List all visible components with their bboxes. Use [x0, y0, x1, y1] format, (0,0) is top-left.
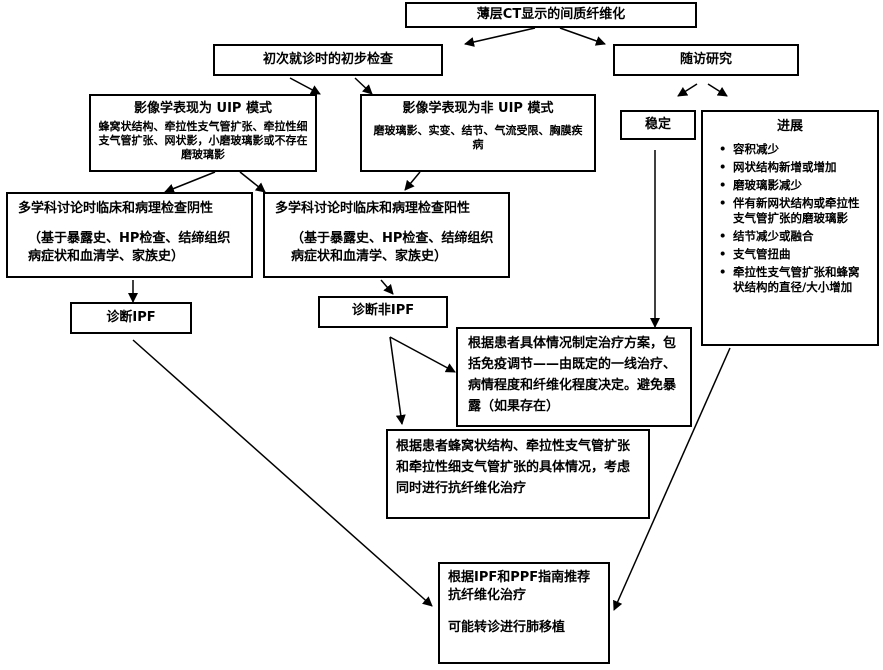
- progress-item: 结节减少或融合: [719, 229, 869, 244]
- arrow-uip-to-negative: [164, 171, 216, 194]
- final-recommendation-box: 根据IPF和PPF指南推荐抗纤维化治疗 可能转诊进行肺移植: [438, 562, 610, 664]
- nonuip-title: 影像学表现为非 UIP 模式: [402, 101, 554, 116]
- mdt-positive-box: 多学科讨论时临床和病理检查阳性 （基于暴露史、HP检查、结缔组织病症状和血清学、…: [263, 192, 510, 278]
- final-line-2: 可能转诊进行肺移植: [448, 620, 566, 635]
- progress-item: 磨玻璃影减少: [719, 178, 869, 193]
- progress-box: 进展 容积减少 网状结构新增或增加 磨玻璃影减少 伴有新网状结构或牵拉性支气管扩…: [701, 110, 879, 346]
- arrow-initial-to-uip: [289, 77, 321, 95]
- uip-body: 蜂窝状结构、牵拉性支气管扩张、牵拉性细支气管扩张、网状影，小磨玻璃影或不存在磨玻…: [98, 120, 308, 161]
- nonuip-box: 影像学表现为非 UIP 模式 磨玻璃影、实变、结节、气流受限、胸膜疾病: [360, 94, 596, 172]
- nonipf-diagnosis-label: 诊断非IPF: [351, 303, 415, 318]
- progress-item: 支气管扭曲: [719, 247, 869, 262]
- treatment-plan-box: 根据患者具体情况制定治疗方案，包括免疫调节——由既定的一线治疗、病情程度和纤维化…: [456, 327, 692, 427]
- arrow-root-to-initial: [464, 27, 536, 47]
- uip-box: 影像学表现为 UIP 模式 蜂窝状结构、牵拉性支气管扩张、牵拉性细支气管扩张、网…: [89, 94, 317, 172]
- ipf-diagnosis-label: 诊断IPF: [106, 310, 156, 325]
- arrow-positive-to-nonipf: [380, 279, 394, 295]
- arrow-initial-to-nonuip: [354, 77, 373, 95]
- progress-list: 容积减少 网状结构新增或增加 磨玻璃影减少 伴有新网状结构或牵拉性支气管扩张的磨…: [711, 142, 869, 295]
- treatment-plan-text: 根据患者具体情况制定治疗方案，包括免疫调节——由既定的一线治疗、病情程度和纤维化…: [468, 336, 677, 414]
- initial-title: 初次就诊时的初步检查: [262, 52, 393, 67]
- arrow-ipf-to-final: [132, 339, 433, 607]
- root-title: 薄层CT显示的间质纤维化: [476, 7, 626, 22]
- arrow-uip-to-positive: [239, 171, 266, 193]
- ipf-diagnosis-box: 诊断IPF: [70, 302, 192, 334]
- mdt-positive-title: 多学科讨论时临床和病理检查阳性: [275, 201, 471, 216]
- progress-item: 牵拉性支气管扩张和蜂窝状结构的直径/大小增加: [719, 265, 869, 295]
- root-box: 薄层CT显示的间质纤维化: [405, 2, 697, 28]
- nonipf-diagnosis-box: 诊断非IPF: [318, 296, 448, 328]
- progress-title: 进展: [776, 119, 803, 134]
- arrow-progress-to-final: [613, 347, 731, 611]
- followup-box: 随访研究: [613, 44, 799, 76]
- nonuip-body: 磨玻璃影、实变、结节、气流受限、胸膜疾病: [373, 124, 583, 151]
- mdt-negative-body: （基于暴露史、HP检查、结缔组织病症状和血清学、家族史）: [28, 231, 231, 264]
- stable-title: 稳定: [644, 117, 671, 132]
- arrow-root-to-followup: [559, 27, 606, 46]
- arrow-nonipf-to-antifib: [389, 336, 406, 425]
- arrow-nonuip-to-positive: [404, 171, 421, 191]
- antifibrotic-text: 根据患者蜂窝状结构、牵拉性支气管扩张和牵拉性细支气管扩张的具体情况，考虑同时进行…: [396, 439, 631, 496]
- final-line-1: 根据IPF和PPF指南推荐抗纤维化治疗: [448, 570, 591, 603]
- antifibrotic-box: 根据患者蜂窝状结构、牵拉性支气管扩张和牵拉性细支气管扩张的具体情况，考虑同时进行…: [386, 429, 650, 519]
- progress-item: 伴有新网状结构或牵拉性支气管扩张的磨玻璃影: [719, 196, 869, 226]
- progress-item: 网状结构新增或增加: [719, 160, 869, 175]
- mdt-negative-title: 多学科讨论时临床和病理检查阴性: [18, 201, 214, 216]
- mdt-negative-box: 多学科讨论时临床和病理检查阴性 （基于暴露史、HP检查、结缔组织病症状和血清学、…: [6, 192, 253, 278]
- uip-title: 影像学表现为 UIP 模式: [134, 101, 272, 116]
- stable-box: 稳定: [620, 110, 696, 140]
- arrow-followup-to-stable: [677, 83, 698, 97]
- followup-title: 随访研究: [679, 52, 732, 67]
- arrow-nonipf-to-plan: [389, 336, 456, 373]
- arrow-followup-to-progress: [707, 83, 728, 97]
- mdt-positive-body: （基于暴露史、HP检查、结缔组织病症状和血清学、家族史）: [291, 231, 494, 264]
- initial-box: 初次就诊时的初步检查: [213, 44, 443, 76]
- progress-item: 容积减少: [719, 142, 869, 157]
